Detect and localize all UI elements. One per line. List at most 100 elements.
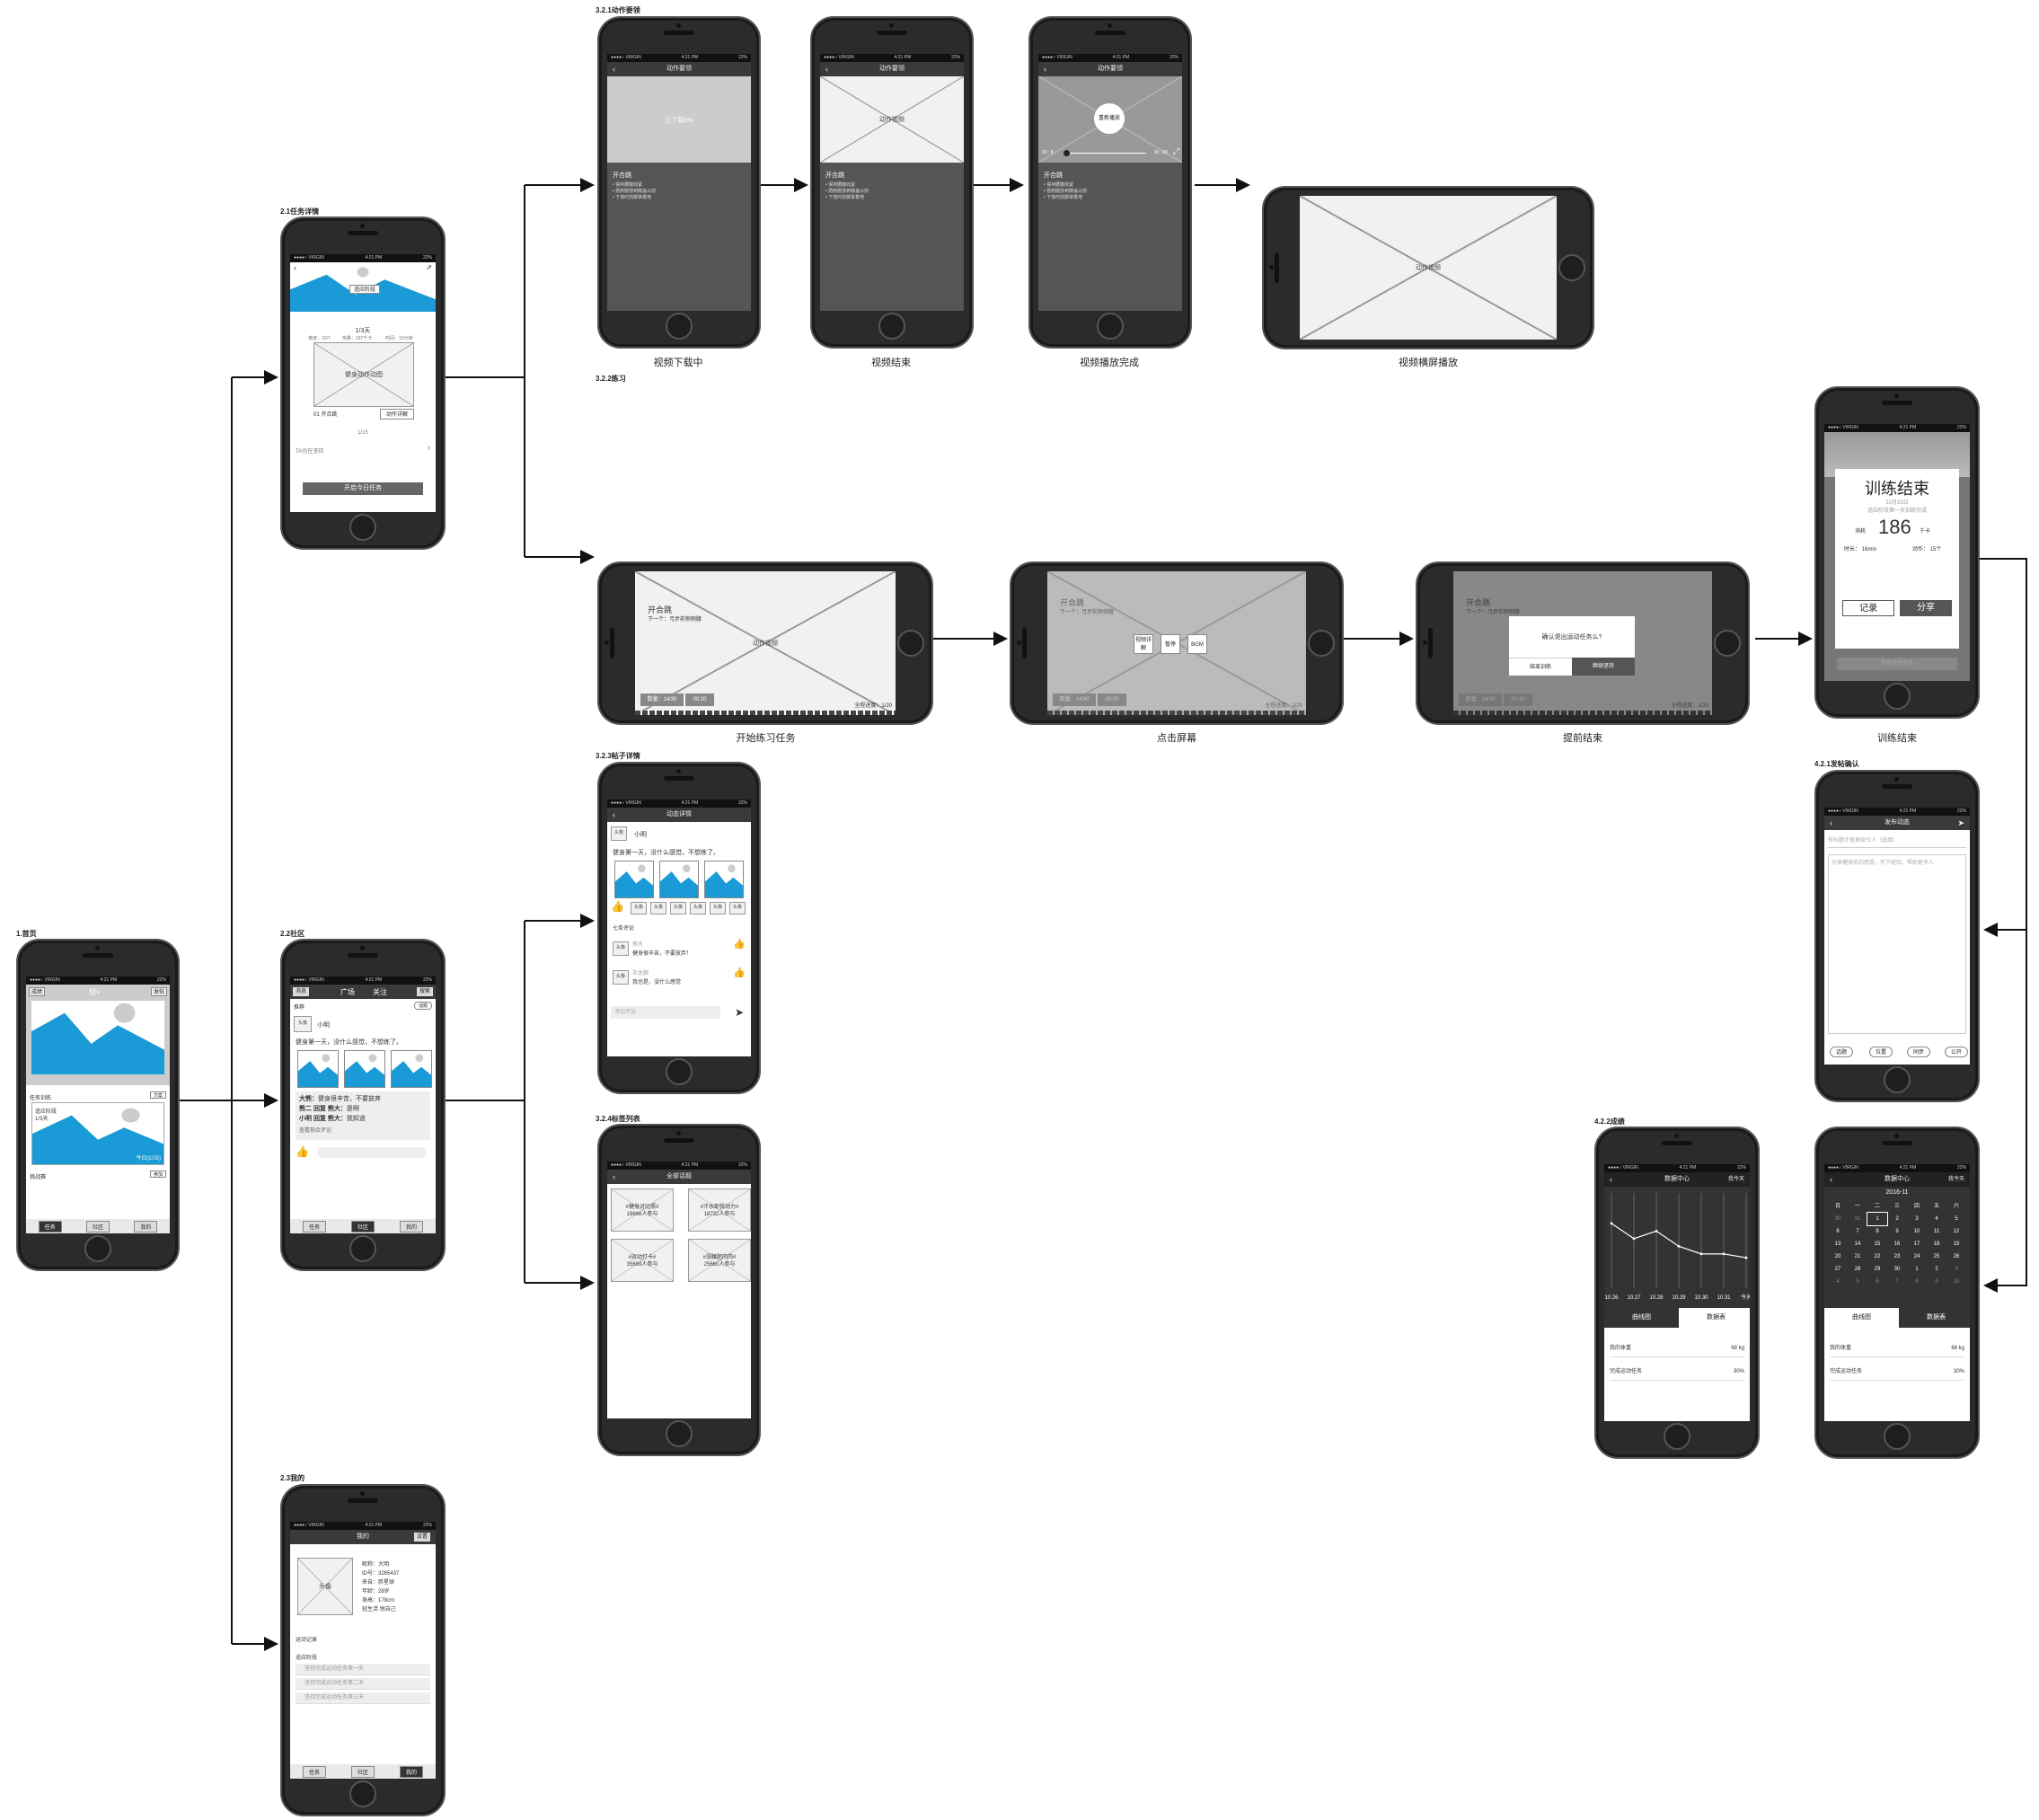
calendar-day[interactable]: 1 — [1867, 1212, 1888, 1226]
back-icon[interactable]: ‹ — [613, 1172, 615, 1181]
start-task-button[interactable]: 开启今日任务 — [303, 482, 423, 495]
post-image-1[interactable] — [297, 1050, 339, 1088]
calendar-day[interactable]: 4 — [1935, 1216, 1938, 1222]
tab-curve[interactable]: 曲线图 — [1824, 1308, 1899, 1328]
like-icon[interactable]: 👍 — [733, 939, 746, 950]
tag-card[interactable]: #运动打卡# 35699人参与 — [611, 1239, 674, 1282]
avatar[interactable]: 头像 — [294, 1016, 312, 1032]
calendar-day[interactable]: 30 — [1893, 1267, 1901, 1272]
stage-button[interactable]: 适应阶段 — [349, 285, 380, 294]
settings-button[interactable]: 设置 — [413, 1533, 430, 1542]
calendar-day[interactable]: 17 — [1913, 1241, 1920, 1247]
tab-follow[interactable]: 关注 — [373, 988, 387, 996]
calendar-day[interactable]: 11 — [1933, 1229, 1940, 1234]
action-detail-button[interactable]: 动作详解 — [380, 409, 414, 420]
like-icon[interactable]: 👍 — [611, 900, 624, 913]
seek-handle[interactable] — [1064, 150, 1070, 156]
tab-table[interactable]: 数据表 — [1899, 1308, 1970, 1328]
calendar-day[interactable]: 6 — [1876, 1279, 1879, 1285]
results-button[interactable]: 成绩 — [29, 987, 45, 996]
share-button[interactable]: 分享 — [1900, 600, 1952, 616]
back-icon[interactable]: ‹ — [613, 810, 615, 819]
calendar-day[interactable]: 16 — [1893, 1241, 1901, 1247]
back-icon[interactable]: ‹ — [1610, 1175, 1612, 1184]
chip-location[interactable]: 位置 — [1869, 1047, 1893, 1057]
tag-card[interactable]: #涨腰肥肉肉# 25660人参与 — [688, 1239, 751, 1282]
calendar-day[interactable]: 2 — [1935, 1267, 1938, 1272]
calendar-day[interactable]: 7 — [1895, 1279, 1899, 1285]
liker-avatar[interactable]: 头像 — [631, 902, 647, 914]
calendar-day[interactable]: 31 — [1854, 1216, 1861, 1222]
calendar-day[interactable]: 3 — [1955, 1267, 1958, 1272]
plan-badge[interactable]: 方案 — [150, 1091, 166, 1099]
task-card[interactable]: 适应阶段 1/3天 今日(1/15) — [31, 1102, 164, 1165]
calendar-day[interactable]: 5 — [1955, 1216, 1958, 1222]
tab-community[interactable]: 社区 — [350, 1765, 375, 1778]
tab-mine[interactable]: 我的 — [399, 1765, 423, 1778]
post-image-2[interactable] — [344, 1050, 385, 1088]
avatar[interactable]: 头像 — [297, 1558, 353, 1615]
calendar-day[interactable]: 13 — [1834, 1241, 1841, 1247]
replay-button[interactable]: 重新播放 — [1094, 103, 1125, 134]
liker-avatar[interactable]: 头像 — [710, 902, 726, 914]
username[interactable]: 小明 — [317, 1022, 330, 1029]
continue-button[interactable]: 继续坚持 — [1572, 658, 1635, 676]
day-record-2[interactable]: 坚持完成运动任务第二天 — [296, 1678, 430, 1690]
calendar-day[interactable]: 6 — [1836, 1229, 1840, 1234]
post-button[interactable]: 发帖 — [151, 987, 167, 996]
tab-community[interactable]: 社区 — [350, 1220, 375, 1232]
video-area[interactable]: 重新播放 00 : 8 00 : 30 ⤢ — [1038, 76, 1182, 163]
calendar-day[interactable]: 4 — [1836, 1279, 1840, 1285]
day-record-3[interactable]: 坚持完成运动任务第三天 — [296, 1692, 430, 1704]
calendar-day[interactable]: 23 — [1893, 1254, 1901, 1259]
comment-input[interactable] — [317, 1147, 427, 1158]
calendar-day[interactable]: 27 — [1834, 1267, 1841, 1272]
back-icon[interactable]: ‹ — [1830, 1175, 1832, 1184]
video-area[interactable]: 已下载6% — [607, 76, 751, 163]
calendar-day[interactable]: 25 — [1933, 1254, 1940, 1259]
tab-curve[interactable]: 曲线图 — [1604, 1308, 1679, 1328]
tab-task[interactable]: 任务 — [302, 1220, 326, 1232]
liker-avatar[interactable]: 头像 — [670, 902, 686, 914]
calendar-day[interactable]: 29 — [1874, 1267, 1881, 1272]
fullscreen-icon[interactable]: ⤢ — [1172, 146, 1179, 155]
action-animation[interactable]: 健身动作动图 — [313, 342, 414, 407]
comment-input[interactable]: 添加评论 — [611, 1006, 720, 1019]
calendar-day[interactable]: 10 — [1953, 1279, 1960, 1285]
send-icon[interactable]: ➤ — [734, 1006, 744, 1019]
comment-avatar[interactable]: 头像 — [613, 970, 629, 985]
avatar[interactable]: 头像 — [611, 826, 627, 841]
calendar-day[interactable]: 5 — [1856, 1279, 1859, 1285]
chip-topic[interactable]: 话题 — [1830, 1047, 1853, 1057]
bgm-button[interactable]: BGM — [1187, 634, 1207, 654]
calendar-day[interactable]: 30 — [1834, 1216, 1841, 1222]
tag-card[interactable]: #汗水即我动力# 18732人参与 — [688, 1188, 751, 1232]
tab-mine[interactable]: 我的 — [399, 1220, 423, 1232]
chevron-right-icon[interactable]: › — [427, 443, 430, 453]
pause-button[interactable]: 暂停 — [1161, 634, 1180, 654]
calendar-day[interactable]: 14 — [1854, 1241, 1861, 1247]
more-comments-link[interactable]: 查看剩余评论 — [299, 1128, 332, 1134]
video-detail-button[interactable]: 视频详解 — [1134, 634, 1153, 654]
tab-table[interactable]: 数据表 — [1679, 1308, 1750, 1328]
calendar-day[interactable]: 7 — [1856, 1229, 1859, 1234]
today-button[interactable]: 我今天 — [1947, 1177, 1964, 1182]
message-button[interactable]: 消息 — [293, 987, 309, 996]
tab-task[interactable]: 任务 — [302, 1765, 326, 1778]
day-record-1[interactable]: 坚持完成运动任务第一天 — [296, 1664, 430, 1675]
post-image-3[interactable] — [391, 1050, 432, 1088]
post-image-3[interactable] — [704, 861, 744, 898]
comment-avatar[interactable]: 头像 — [613, 941, 629, 956]
calendar-day[interactable]: 1 — [1915, 1267, 1919, 1272]
share-icon[interactable]: ⇗ — [426, 263, 432, 271]
liker-avatar[interactable]: 头像 — [650, 902, 666, 914]
chip-public[interactable]: 公开 — [1945, 1047, 1968, 1057]
back-icon[interactable]: ‹ — [1044, 65, 1046, 74]
tab-square[interactable]: 广场 — [340, 988, 355, 996]
back-icon[interactable]: ‹ — [825, 65, 828, 74]
calendar-day[interactable]: 22 — [1874, 1254, 1881, 1259]
like-icon[interactable]: 👍 — [296, 1145, 309, 1158]
post-image-1[interactable] — [614, 861, 654, 898]
body-input[interactable]: 分享健身后的感受，写下经验，帮助更多人 — [1828, 854, 1966, 1034]
